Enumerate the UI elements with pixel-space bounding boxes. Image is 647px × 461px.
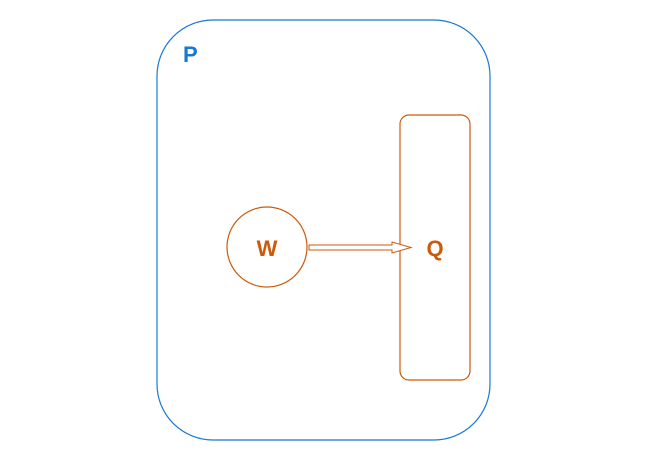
circle-w-boundary (226, 206, 308, 288)
container-p-boundary (156, 19, 491, 441)
circle-w-label: W (257, 236, 278, 261)
container-p-label: P (183, 42, 198, 67)
arrow-w-to-q (308, 241, 413, 254)
rect-q-label: Q (426, 236, 443, 261)
